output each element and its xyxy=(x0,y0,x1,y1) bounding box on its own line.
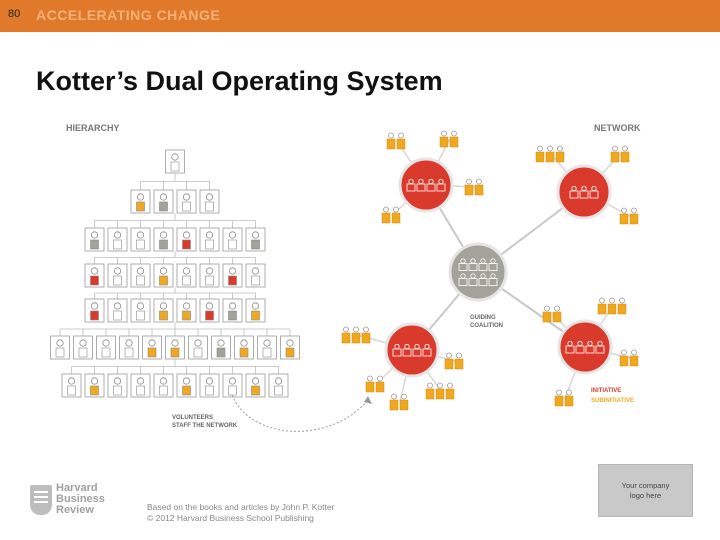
company-logo-placeholder: Your company logo here xyxy=(598,464,693,517)
credit-line-1: Based on the books and articles by John … xyxy=(147,502,335,512)
volunteers-label-line2: STAFF THE NETWORK xyxy=(172,423,238,429)
guiding-coalition-label-line2: COALITION xyxy=(470,323,503,329)
person-box xyxy=(211,335,231,360)
person-box xyxy=(222,263,243,288)
person-box xyxy=(153,263,174,288)
person-box xyxy=(73,335,93,360)
person-box xyxy=(165,335,185,360)
section-title: ACCELERATING CHANGE xyxy=(36,7,221,23)
page-number: 80 xyxy=(8,8,21,20)
person-box xyxy=(130,263,151,288)
person-box xyxy=(268,373,289,398)
person-box xyxy=(199,189,220,214)
person-box xyxy=(199,298,220,323)
volunteer-cluster xyxy=(365,375,385,393)
slide-title: Kotter’s Dual Operating System xyxy=(36,66,443,96)
person-box xyxy=(176,227,197,252)
person-box xyxy=(245,373,266,398)
volunteer-cluster xyxy=(619,207,639,225)
logo-line-1: Your company xyxy=(621,480,670,490)
volunteer-cluster xyxy=(439,130,459,148)
person-box xyxy=(107,298,128,323)
credit-line-2: © 2012 Harvard Business School Publishin… xyxy=(147,513,314,523)
arrow-head-icon xyxy=(364,396,372,404)
person-box xyxy=(165,149,185,174)
person-box xyxy=(176,263,197,288)
volunteer-cluster xyxy=(341,326,371,344)
person-box xyxy=(234,335,254,360)
person-box xyxy=(257,335,277,360)
person-box xyxy=(280,335,300,360)
person-box xyxy=(245,263,266,288)
network xyxy=(341,130,639,411)
person-box xyxy=(84,373,105,398)
person-box xyxy=(222,373,243,398)
person-box xyxy=(107,227,128,252)
person-box xyxy=(50,335,70,360)
person-box xyxy=(199,227,220,252)
volunteer-cluster xyxy=(619,349,639,367)
person-box xyxy=(96,335,116,360)
person-box xyxy=(153,227,174,252)
person-box xyxy=(84,298,105,323)
person-box xyxy=(142,335,162,360)
guiding-coalition-node xyxy=(448,242,508,302)
initiative-node xyxy=(556,164,612,220)
volunteer-cluster xyxy=(542,305,562,323)
initiative-label: INITIATIVE xyxy=(591,388,621,394)
person-box xyxy=(199,373,220,398)
person-box xyxy=(153,298,174,323)
person-box xyxy=(107,263,128,288)
person-box xyxy=(199,263,220,288)
person-box xyxy=(130,227,151,252)
person-box xyxy=(130,298,151,323)
person-box xyxy=(176,298,197,323)
top-bar: 80 ACCELERATING CHANGE xyxy=(0,0,720,32)
hbr-shield-icon xyxy=(30,485,52,515)
volunteer-cluster xyxy=(425,382,455,400)
initiative-node xyxy=(398,157,454,213)
initiative-node xyxy=(384,322,440,378)
hierarchy-label: HIERARCHY xyxy=(66,123,120,133)
person-box xyxy=(188,335,208,360)
initiative-node xyxy=(557,319,613,375)
hbr-logo: Harvard Business Review xyxy=(30,483,105,516)
logo-line-2: logo here xyxy=(629,490,662,500)
credits: Based on the books and articles by John … xyxy=(147,502,334,524)
person-box xyxy=(245,298,266,323)
person-box xyxy=(130,373,151,398)
person-box xyxy=(176,373,197,398)
subinitiative-label: SUBINITIATIVE xyxy=(591,398,634,404)
person-box xyxy=(222,227,243,252)
volunteer-cluster xyxy=(535,145,565,163)
volunteer-cluster xyxy=(444,352,464,370)
person-box xyxy=(119,335,139,360)
person-box xyxy=(84,227,105,252)
volunteers-arrow xyxy=(231,394,369,432)
person-box xyxy=(153,189,174,214)
person-box xyxy=(153,373,174,398)
person-box xyxy=(222,298,243,323)
person-box xyxy=(245,227,266,252)
volunteer-cluster xyxy=(464,178,484,196)
person-box xyxy=(107,373,128,398)
person-box xyxy=(61,373,82,398)
volunteer-cluster xyxy=(554,389,574,407)
person-box xyxy=(130,189,151,214)
hbr-wordmark: Harvard Business Review xyxy=(56,482,105,516)
volunteer-cluster xyxy=(381,206,401,224)
hierarchy-pyramid xyxy=(50,149,300,398)
person-box xyxy=(84,263,105,288)
volunteers-label-line1: VOLUNTEERS xyxy=(172,415,213,421)
volunteer-cluster xyxy=(389,393,409,411)
person-box xyxy=(176,189,197,214)
network-label: NETWORK xyxy=(594,123,641,133)
volunteer-cluster xyxy=(597,297,627,315)
guiding-coalition-label-line1: GUIDING xyxy=(470,315,496,321)
volunteer-cluster xyxy=(610,145,630,163)
volunteer-cluster xyxy=(386,132,406,150)
